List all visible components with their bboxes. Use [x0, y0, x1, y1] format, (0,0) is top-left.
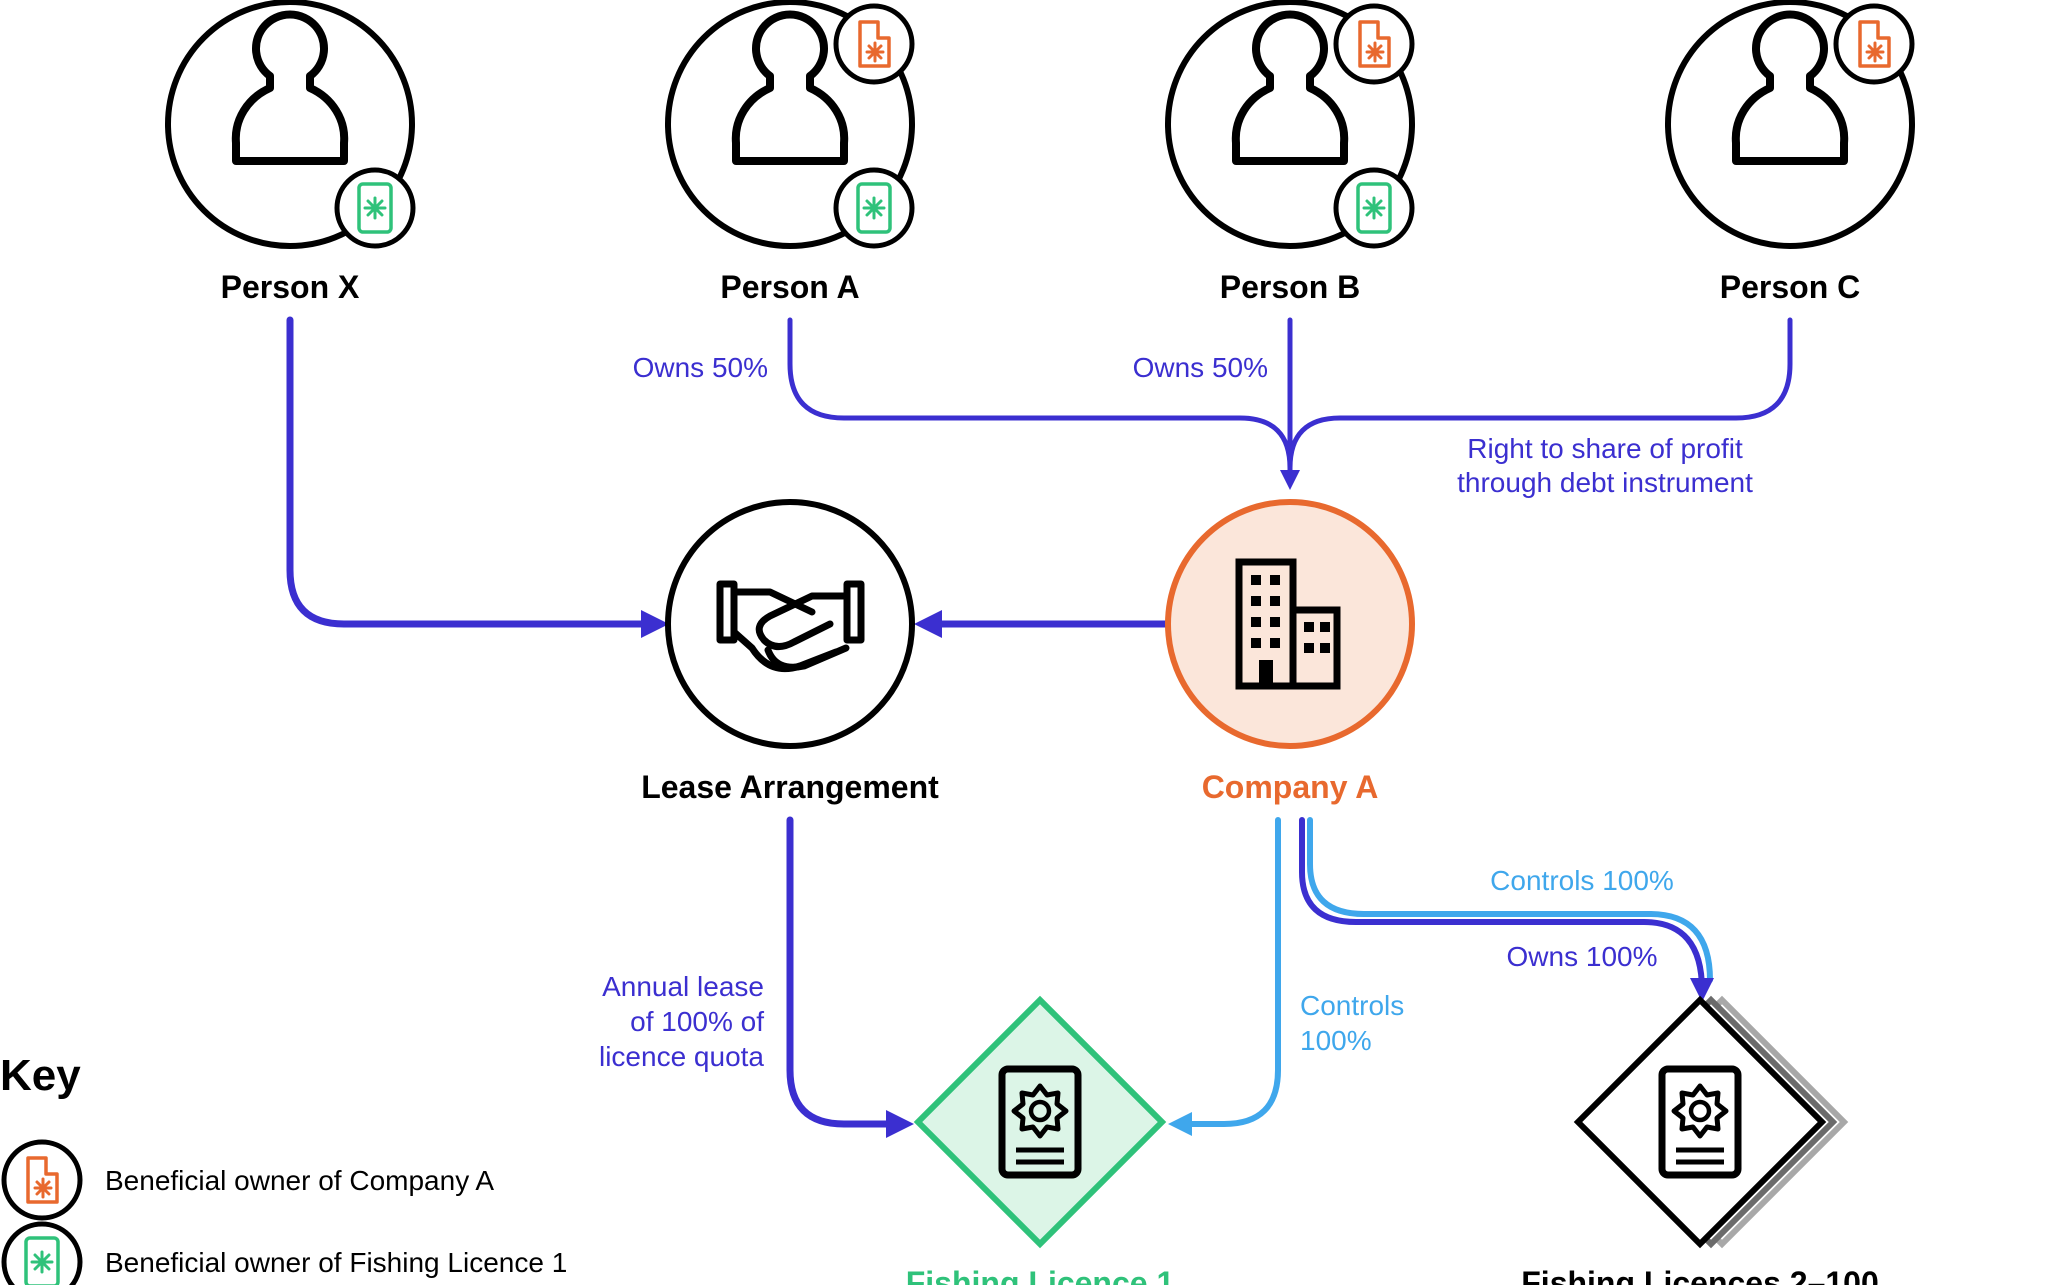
- person-c-label: Person C: [1720, 269, 1860, 305]
- label-controls-line2: 100%: [1300, 1025, 1372, 1056]
- label-lease-line1: Annual lease: [602, 971, 764, 1002]
- key-legend: Key Beneficial owner of Company A Benefi…: [0, 1051, 567, 1285]
- edge-company-controls-licences: [1307, 817, 1713, 983]
- label-lease-line3: licence quota: [599, 1041, 764, 1072]
- label-controls-line1: Controls: [1300, 990, 1404, 1021]
- person-b-label: Person B: [1220, 269, 1360, 305]
- company-owner-badge-icon: [4, 1142, 80, 1218]
- edge-company-owns-licences: [1299, 817, 1714, 1002]
- edge-labels: Owns 50% Owns 50% Right to share of prof…: [599, 352, 1753, 1072]
- label-lease-line2: of 100% of: [630, 1006, 764, 1037]
- node-fishing-licence-1: Fishing Licence 1: [906, 995, 1175, 1285]
- fishing-licence-1-label: Fishing Licence 1: [906, 1265, 1175, 1285]
- handshake-icon: [716, 580, 865, 673]
- company-owner-badge-icon: [1336, 6, 1412, 82]
- label-a-owns: Owns 50%: [633, 352, 768, 383]
- lease-arrangement-label: Lease Arrangement: [641, 769, 939, 805]
- edge-person-a-company: [787, 317, 1293, 483]
- node-company-a: Company A: [1165, 499, 1415, 805]
- edge-lease-licence1: [786, 816, 914, 1138]
- node-fishing-licences-2-100: Fishing Licences 2–100: [1521, 995, 1879, 1285]
- licence-owner-badge-icon: [4, 1224, 80, 1285]
- node-person-x: Person X: [165, 0, 413, 305]
- person-x-label: Person X: [221, 269, 360, 305]
- connectors: [286, 316, 1793, 1138]
- company-a-label: Company A: [1202, 769, 1379, 805]
- node-person-b: Person B: [1165, 0, 1415, 305]
- label-b-owns: Owns 50%: [1133, 352, 1268, 383]
- key-item-company: Beneficial owner of Company A: [105, 1165, 494, 1196]
- licence-owner-badge-icon: [1336, 170, 1412, 246]
- label-c-right-line2: through debt instrument: [1457, 467, 1753, 498]
- company-owner-badge-icon: [836, 6, 912, 82]
- licence-owner-badge-icon: [836, 170, 912, 246]
- person-a-label: Person A: [720, 269, 859, 305]
- licence-owner-badge-icon: [337, 170, 413, 246]
- edge-person-c-company: [1287, 317, 1793, 471]
- node-person-c: Person C: [1665, 0, 1915, 305]
- edge-person-x-lease: [286, 316, 669, 638]
- key-title: Key: [0, 1051, 81, 1100]
- fishing-licences-2-100-label: Fishing Licences 2–100: [1521, 1265, 1879, 1285]
- node-person-a: Person A: [665, 0, 915, 305]
- building-icon: [1235, 558, 1341, 690]
- label-controls-100: Controls 100%: [1490, 865, 1674, 896]
- label-c-right-line1: Right to share of profit: [1467, 433, 1743, 464]
- node-lease-arrangement: Lease Arrangement: [641, 499, 939, 805]
- edge-company-controls-licence1: [1168, 817, 1281, 1136]
- key-item-licence: Beneficial owner of Fishing Licence 1: [105, 1247, 567, 1278]
- company-owner-badge-icon: [1836, 6, 1912, 82]
- label-owns-100: Owns 100%: [1507, 941, 1658, 972]
